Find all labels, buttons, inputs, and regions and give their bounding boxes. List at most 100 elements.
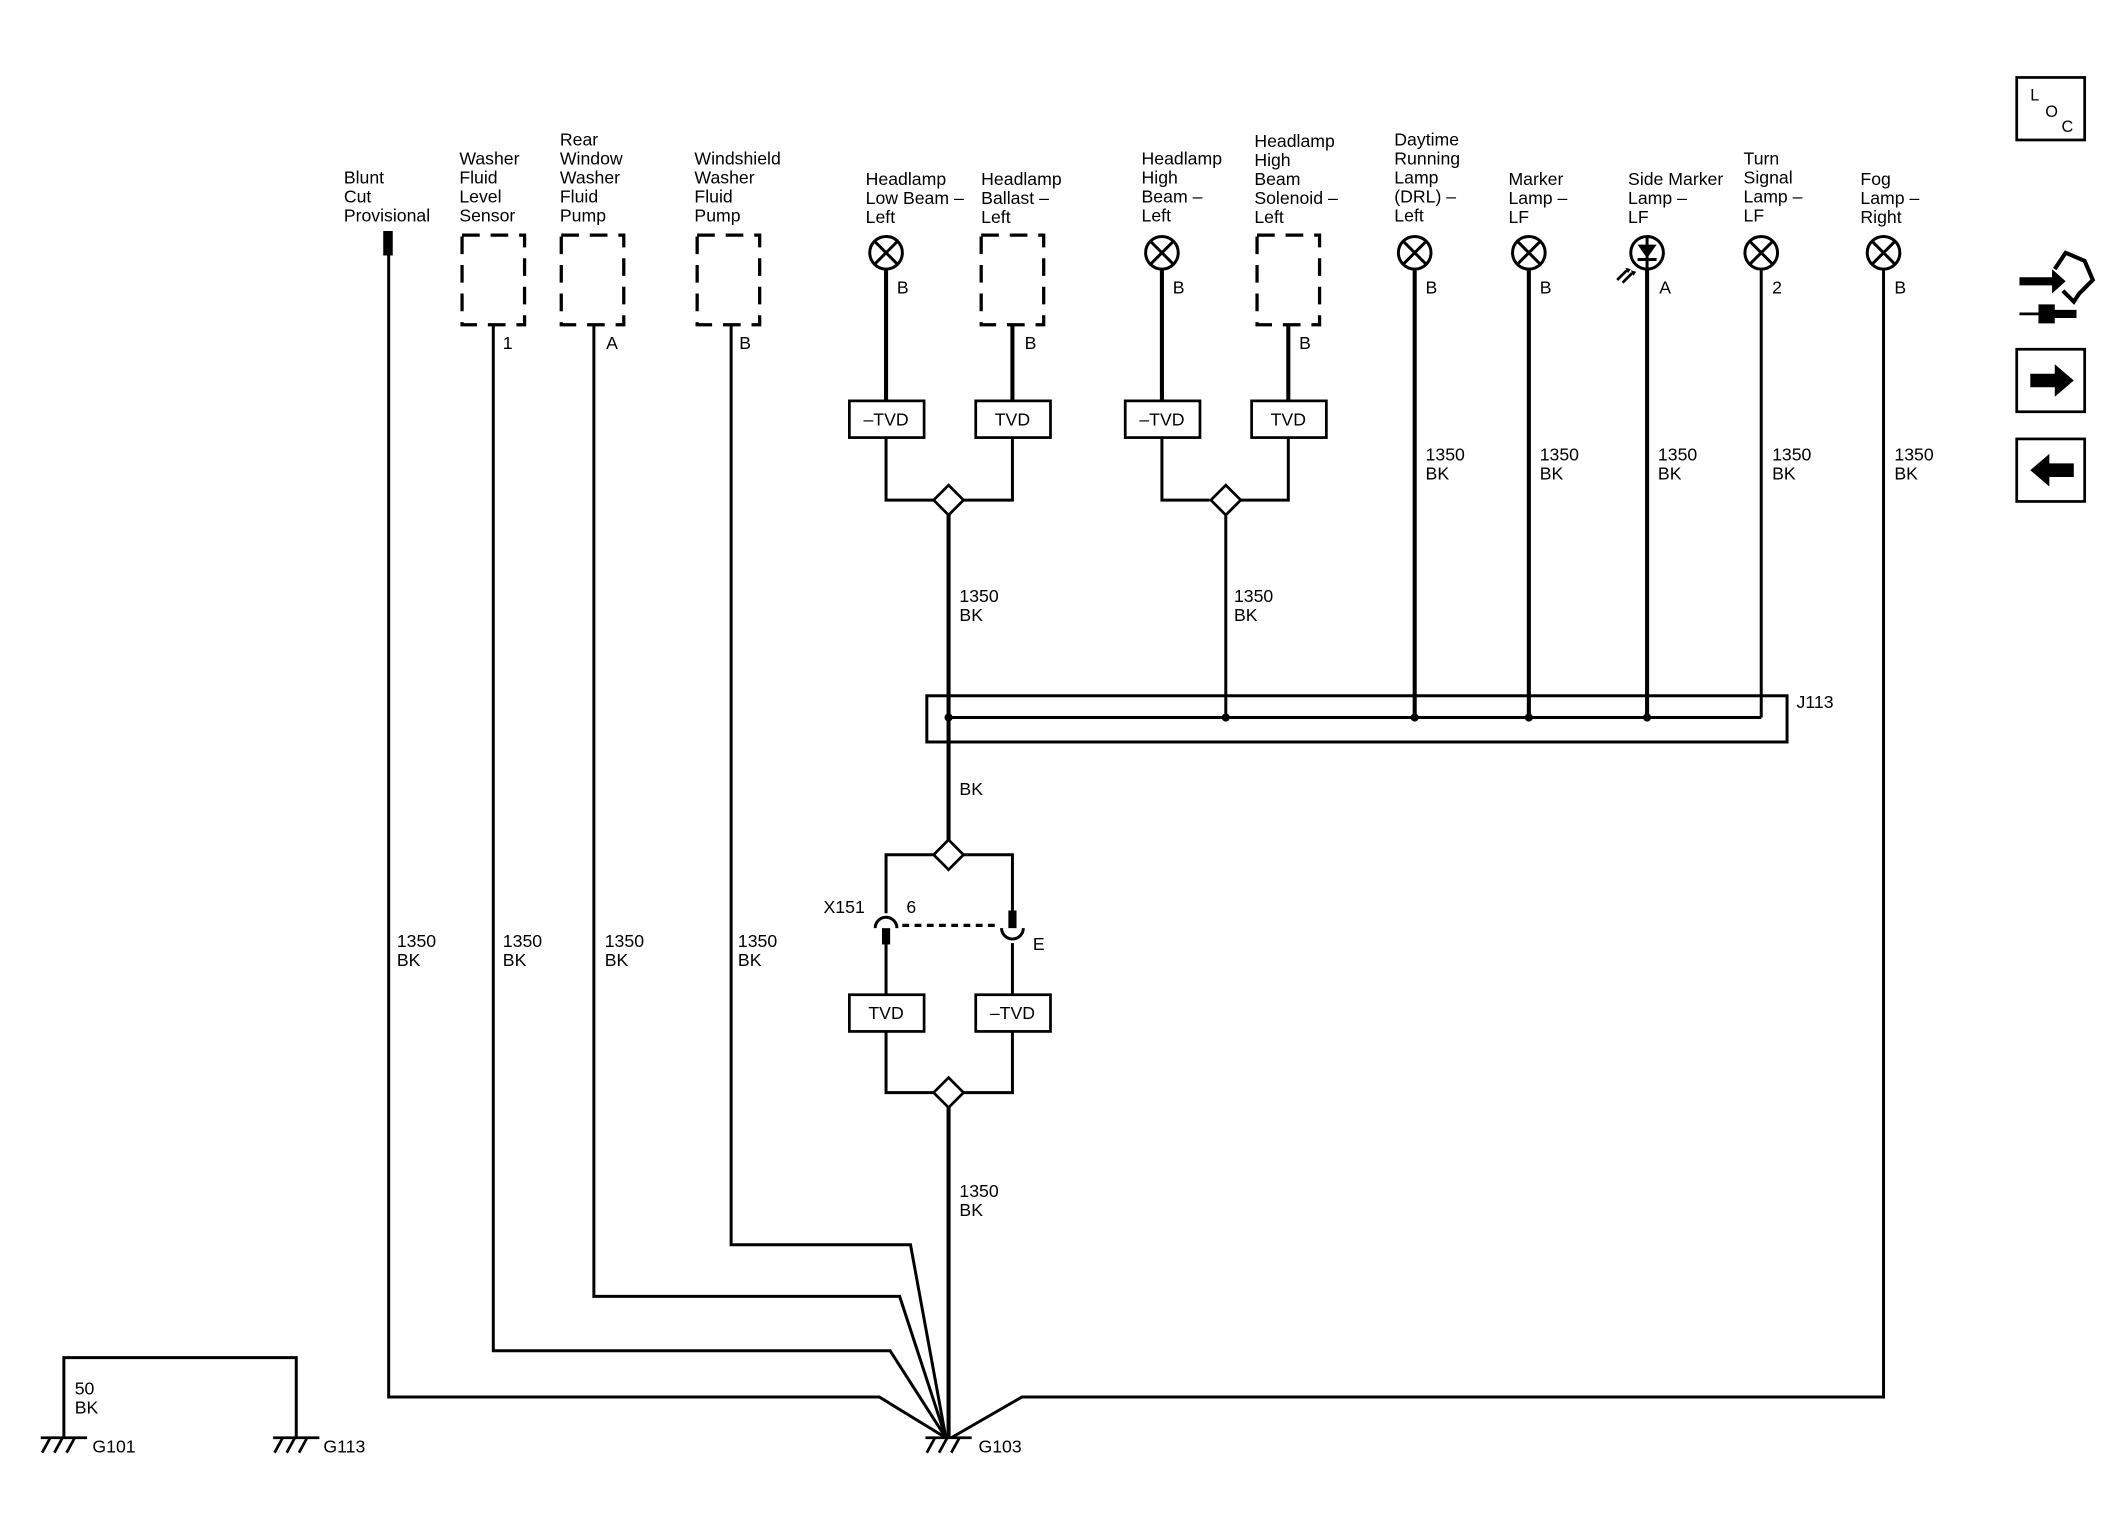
tvd-label-ballast: TVD [995, 409, 1030, 429]
wire-x151-right-top [963, 853, 1014, 914]
wire-low-beam-tvd-to-splice [884, 437, 934, 502]
j113-label: J113 [1797, 692, 1834, 712]
tvd-box-high-beam [1123, 399, 1202, 439]
pin-turn-signal: 2 [1772, 278, 1782, 298]
headlamp-high-beam-lamp-icon [1144, 234, 1180, 271]
loc-icon-l: L [2030, 87, 2039, 105]
wire-g101-g113-strap [62, 1356, 298, 1438]
pin-labels: 1 A B B B B B B B A 2 B [503, 278, 1906, 354]
previous-arrow-icon[interactable] [2015, 437, 2087, 503]
ground-g113-icon [273, 1436, 320, 1454]
pin-headlamp-solenoid: B [1299, 333, 1311, 353]
wire-washer-sensor-to-g103 [491, 324, 948, 1439]
splice-diamond-headlamp-b [1208, 483, 1243, 517]
j113-node-side-marker [1643, 713, 1652, 722]
wire-ballast-tvd-to-splice [963, 437, 1014, 502]
splice-diamond-x151-lower [931, 1075, 966, 1110]
pin-headlamp-low-beam: B [897, 278, 909, 298]
splice-diamond-x151-upper [931, 837, 966, 872]
pin-side-marker: A [1659, 278, 1671, 298]
wire-blunt-cut-to-g103 [387, 255, 947, 1440]
pin-headlamp-ballast: B [1025, 333, 1037, 353]
pin-rear-washer-pump: A [606, 333, 618, 353]
washer-fluid-level-sensor-box [460, 233, 527, 327]
x151-pin-left [881, 928, 891, 945]
ground-g113-label: G113 [323, 1437, 365, 1457]
wire-x151-left-top [884, 853, 934, 914]
wire-windshield-washer-to-g103 [729, 324, 948, 1439]
tvd-label-low-beam: –TVD [863, 409, 908, 429]
turn-signal-lamp-icon [1743, 234, 1780, 271]
grounds: G101 G113 G103 [40, 1436, 1022, 1457]
headlamp-solenoid-box [1255, 233, 1322, 327]
wire-lower-tvd-right [963, 1031, 1014, 1095]
wire-high-beam-tvd-to-splice [1160, 437, 1210, 502]
splice-diamonds [931, 483, 1243, 1110]
loc-icon-c: C [2062, 118, 2074, 136]
wire-label-j113-out: BK [959, 779, 983, 799]
ground-g101-icon [40, 1436, 87, 1454]
pin-headlamp-high-beam: B [1173, 278, 1185, 298]
tvd-box-lower-right [974, 993, 1052, 1033]
j113-outer-box [925, 694, 1789, 744]
tvd-label-lower-left: TVD [868, 1003, 903, 1023]
wire-lower-tvd-left [884, 1031, 934, 1095]
side-marker-led-icon [1616, 234, 1665, 284]
loc-icon[interactable]: L O C [2015, 76, 2087, 142]
j113-node-marker [1524, 713, 1533, 722]
tvd-box-ballast [974, 399, 1052, 439]
headlamp-low-beam-lamp-icon [868, 234, 904, 271]
loc-icon-o: O [2045, 103, 2058, 121]
wires [62, 255, 1886, 1440]
marker-lamp-icon [1511, 234, 1547, 271]
headlamp-ballast-box [979, 233, 1046, 327]
x151-pin-right [1008, 910, 1017, 929]
x151-label: X151 [824, 897, 865, 917]
tvd-boxes: –TVD TVD –TVD TVD TVD –TVD [848, 399, 1328, 1033]
ground-g101-label: G101 [92, 1437, 135, 1457]
wire-solenoid-tvd-to-splice [1240, 437, 1290, 502]
fog-lamp-icon [1865, 234, 1902, 271]
x151-pin-right-label: E [1033, 934, 1045, 954]
j113-node-drl [1410, 713, 1419, 722]
pin-windshield-washer-pump: B [739, 333, 751, 353]
next-arrow-icon[interactable] [2015, 347, 2087, 414]
pin-fog-lamp: B [1894, 278, 1906, 298]
ground-g103-icon [925, 1436, 972, 1454]
tvd-label-high-beam: –TVD [1139, 409, 1184, 429]
component-tool-icon[interactable] [2019, 250, 2096, 324]
x151-female-right [1000, 927, 1025, 941]
x151-female-left [873, 915, 899, 929]
blunt-cut-terminal [383, 231, 393, 256]
x151-connector: X151 6 E [824, 897, 1045, 954]
tvd-box-solenoid [1250, 399, 1328, 439]
j113-node-b [1221, 713, 1230, 722]
wire-fog-lamp-to-g103 [950, 269, 1886, 1440]
